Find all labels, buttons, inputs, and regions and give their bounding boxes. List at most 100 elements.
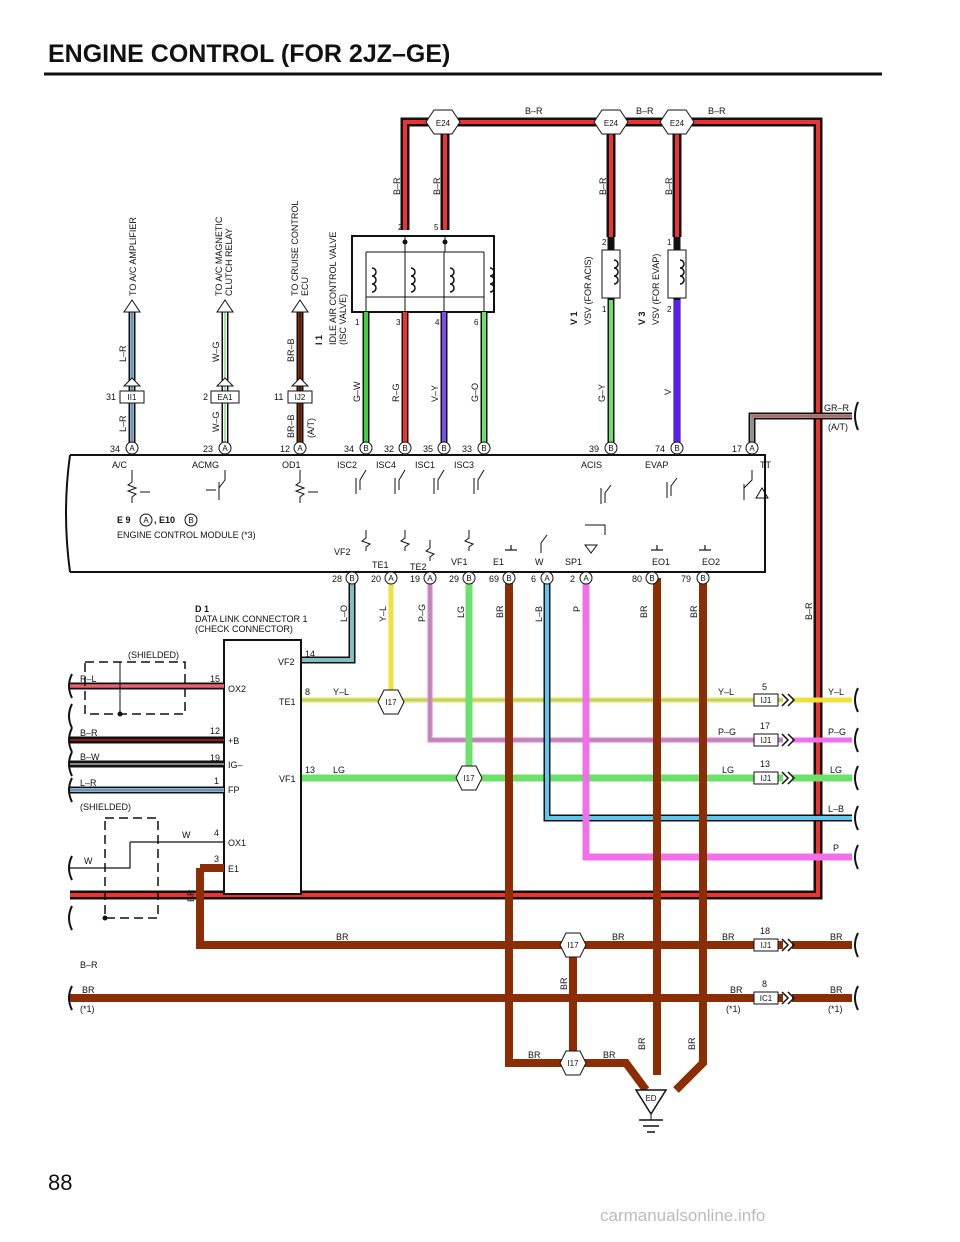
- svg-text:VF2: VF2: [334, 547, 351, 557]
- wire-label: B–R: [525, 106, 543, 116]
- conn-b-label: B: [188, 516, 193, 525]
- svg-text:A: A: [222, 444, 228, 453]
- ecm-title: E 9: [117, 515, 131, 525]
- svg-text:SP1: SP1: [565, 557, 582, 567]
- ecm-bottom-pin-w: W 6 A: [531, 557, 554, 585]
- ecm-title: ENGINE CONTROL MODULE (*3): [117, 530, 256, 540]
- ecm-top-pin-tt: 17 A TT: [732, 441, 771, 470]
- svg-text:17: 17: [732, 444, 742, 454]
- junction-ij1: IJ1 13: [753, 759, 796, 785]
- svg-text:E1: E1: [493, 557, 504, 567]
- svg-text:35: 35: [423, 444, 433, 454]
- svg-text:ISC1: ISC1: [415, 460, 435, 470]
- svg-text:13: 13: [760, 759, 770, 769]
- coil-icon: [443, 252, 455, 312]
- svg-text:1: 1: [214, 776, 219, 786]
- ecm-bottom-pin-e1: E1 69 B: [489, 557, 516, 585]
- coil-icon: [404, 252, 416, 312]
- svg-text:B: B: [608, 444, 613, 453]
- junction-i17: I17: [559, 1050, 587, 1076]
- wire-label: BR: [336, 932, 349, 942]
- svg-text:A: A: [129, 444, 135, 453]
- ecm-bottom-pin-eo2: EO2 79 B: [681, 557, 720, 585]
- wire-label: R–G: [391, 383, 401, 402]
- svg-text:OX2: OX2: [228, 684, 246, 694]
- wire-label: L–R: [118, 415, 128, 432]
- svg-text:A: A: [427, 574, 433, 583]
- wire-label: P–G: [417, 604, 427, 622]
- wire-label: L–R: [80, 778, 97, 788]
- ecm-body: [65, 454, 766, 573]
- v3-title: V 3: [637, 311, 647, 325]
- shield-box: [104, 817, 159, 919]
- svg-text:IC1: IC1: [760, 994, 773, 1003]
- svg-text:IJ1: IJ1: [761, 941, 772, 950]
- v1-title: VSV (FOR ACIS): [583, 256, 593, 325]
- page-number: 88: [48, 1170, 73, 1195]
- wire-label: B–R: [80, 728, 98, 738]
- junction-ij1: IJ1 17: [753, 721, 796, 747]
- svg-text:ACIS: ACIS: [581, 460, 602, 470]
- conn-a-label: A: [143, 516, 149, 525]
- wire-label: BR: [559, 977, 569, 990]
- wire-label: (*1): [80, 1004, 95, 1014]
- svg-text:B: B: [363, 444, 368, 453]
- dlc-title: (CHECK CONNECTOR): [195, 624, 293, 634]
- svg-text:EVAP: EVAP: [645, 460, 668, 470]
- svg-text:34: 34: [110, 444, 120, 454]
- connector-chevron-icon: [290, 377, 310, 387]
- svg-text:E1: E1: [228, 864, 239, 874]
- svg-text:ED: ED: [645, 1094, 656, 1103]
- ecm-bottom-pin-te1: TE1 20 A: [371, 560, 398, 585]
- wire-label: B–R: [636, 106, 654, 116]
- wire-label: BR: [495, 605, 505, 618]
- svg-text:74: 74: [655, 444, 665, 454]
- svg-text:B: B: [481, 444, 486, 453]
- e24-connector: E24: [425, 109, 461, 135]
- svg-text:B: B: [402, 444, 407, 453]
- svg-text:A: A: [749, 444, 755, 453]
- v3-title: VSV (FOR EVAP): [651, 254, 661, 325]
- wire-label: L–B: [534, 606, 544, 622]
- svg-text:B: B: [674, 444, 679, 453]
- svg-text:OD1: OD1: [282, 460, 301, 470]
- te1-wire: [300, 578, 852, 703]
- svg-text:34: 34: [344, 444, 354, 454]
- cruise-wire: [290, 299, 310, 448]
- svg-text:IJ1: IJ1: [761, 736, 772, 745]
- coil-icon: [679, 259, 685, 285]
- svg-text:8: 8: [305, 687, 310, 697]
- svg-text:A: A: [388, 574, 394, 583]
- ecm-bottom-pin-te2: TE2 19 A: [410, 562, 437, 585]
- svg-text:79: 79: [681, 574, 691, 584]
- shield-node: [102, 915, 108, 921]
- wire-label: R–L: [80, 674, 97, 684]
- svg-text:W: W: [535, 557, 544, 567]
- dlc-left-wires: [70, 682, 224, 872]
- wire-label: BR–B: [286, 414, 296, 438]
- wire-label: LG: [722, 765, 734, 775]
- ecm-ground-icons: [505, 545, 711, 551]
- ecm-bottom-pin-sp1: SP1 2 A: [565, 557, 593, 585]
- svg-text:3: 3: [396, 318, 401, 327]
- wire-label: W: [182, 830, 191, 840]
- te2-wire: [427, 578, 852, 743]
- dlc-term-e1: E13: [214, 854, 239, 874]
- svg-text:IG–: IG–: [228, 760, 243, 770]
- svg-text:TT: TT: [760, 460, 771, 470]
- vf2-wire: [300, 578, 356, 664]
- svg-text:A: A: [544, 574, 550, 583]
- svg-text:14: 14: [305, 649, 315, 659]
- svg-text:TE2: TE2: [410, 562, 427, 572]
- wire-label: BR: [639, 605, 649, 618]
- wire-label: W–G: [211, 411, 221, 432]
- ecm-bottom-pin-vf2: VF2 28 B: [332, 547, 359, 585]
- ecm-top-pin-isc1: 35 B ISC1: [415, 441, 451, 470]
- svg-text:IJ1: IJ1: [761, 774, 772, 783]
- wire-label: BR: [687, 1037, 697, 1050]
- svg-text:ISC3: ISC3: [454, 460, 474, 470]
- svg-text:17: 17: [760, 721, 770, 731]
- wire-label: B–R: [392, 177, 402, 195]
